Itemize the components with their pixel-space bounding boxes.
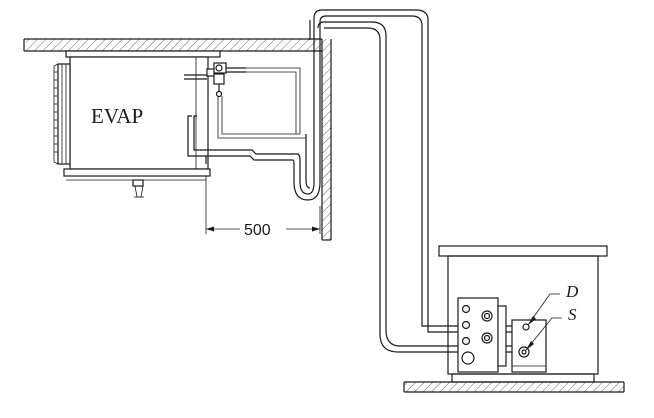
condensing-unit	[438, 245, 608, 383]
evaporator-label: EVAP	[91, 104, 143, 128]
floor-base	[403, 381, 625, 393]
suction-port-label: S	[568, 305, 577, 324]
expansion-valve	[184, 62, 246, 98]
fan-guard	[53, 63, 71, 165]
dimension-label: 500	[244, 222, 271, 239]
ceiling-slab	[23, 38, 322, 52]
discharge-port-label: D	[565, 282, 579, 301]
port-leaders	[525, 293, 562, 351]
room-wall	[321, 39, 332, 241]
refrigerant-line-set	[288, 9, 520, 353]
suction-header	[206, 149, 292, 161]
evaporator-unit	[63, 50, 221, 198]
dimension-500	[205, 176, 321, 234]
sensing-bulb-line	[217, 67, 306, 139]
